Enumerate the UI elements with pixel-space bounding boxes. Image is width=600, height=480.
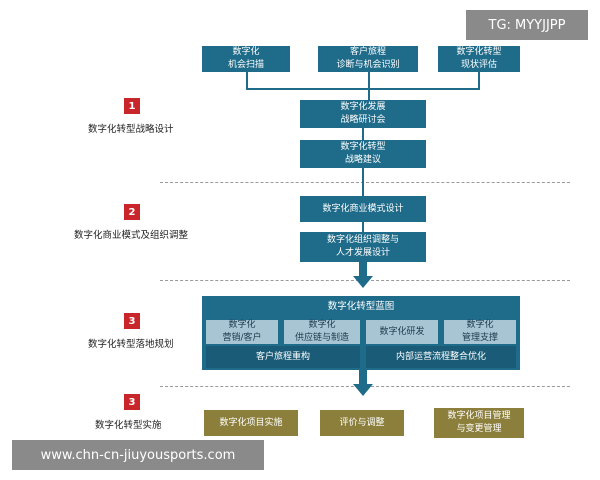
step-4-label: 数字化转型实施	[95, 420, 162, 431]
module-rnd: 数字化研发	[366, 320, 438, 344]
input-box-opportunity-scan: 数字化机会扫描	[202, 46, 290, 72]
step-3-number: 3	[124, 313, 140, 329]
strategy-proposal-box: 数字化转型战略建议	[300, 140, 426, 168]
step-3-label: 数字化转型落地规划	[88, 339, 174, 350]
strategy-workshop-box: 数字化发展战略研讨会	[300, 100, 426, 128]
project-change-management-box: 数字化项目管理与变更管理	[434, 408, 524, 438]
project-implementation-box: 数字化项目实施	[204, 410, 298, 436]
module-supply-chain: 数字化供应链与制造	[284, 320, 360, 344]
step-4-number: 3	[124, 394, 140, 410]
watermark-top: TG: MYYJJPP	[466, 10, 588, 40]
module-marketing: 数字化营销/客户	[206, 320, 278, 344]
arrow-down-icon-2	[353, 384, 373, 396]
input-box-customer-journey: 客户旅程诊断与机会识别	[318, 46, 418, 72]
step-1-label: 数字化转型战略设计	[88, 124, 174, 135]
watermark-bottom: www.chn-cn-jiuyousports.com	[12, 440, 264, 470]
internal-process-optimization: 内部运营流程整合优化	[366, 346, 516, 368]
connector-strategy	[362, 128, 364, 140]
arrow-down-icon	[353, 276, 373, 288]
evaluation-adjustment-box: 评价与调整	[320, 410, 404, 436]
input-box-status-assessment: 数字化转型现状评估	[438, 46, 520, 72]
business-model-box: 数字化商业模式设计	[300, 196, 426, 222]
arrow-2-shaft	[359, 370, 367, 384]
connector-strategy-business	[362, 168, 364, 196]
customer-journey-rebuild: 客户旅程重构	[206, 346, 360, 368]
arrow-1-shaft	[359, 262, 367, 276]
organization-talent-box: 数字化组织调整与人才发展设计	[300, 232, 426, 262]
connector-center	[368, 72, 370, 100]
step-1-number: 1	[124, 98, 140, 114]
separator-1	[160, 182, 570, 183]
connector-left	[246, 72, 248, 88]
connector-horizontal	[246, 88, 480, 90]
connector-right	[478, 72, 480, 88]
blueprint-title: 数字化转型蓝图	[202, 296, 520, 316]
step-2-label: 数字化商业模式及组织调整	[74, 230, 189, 241]
connector-business	[362, 222, 364, 232]
step-2-number: 2	[124, 204, 140, 220]
module-management: 数字化管理支撑	[444, 320, 516, 344]
